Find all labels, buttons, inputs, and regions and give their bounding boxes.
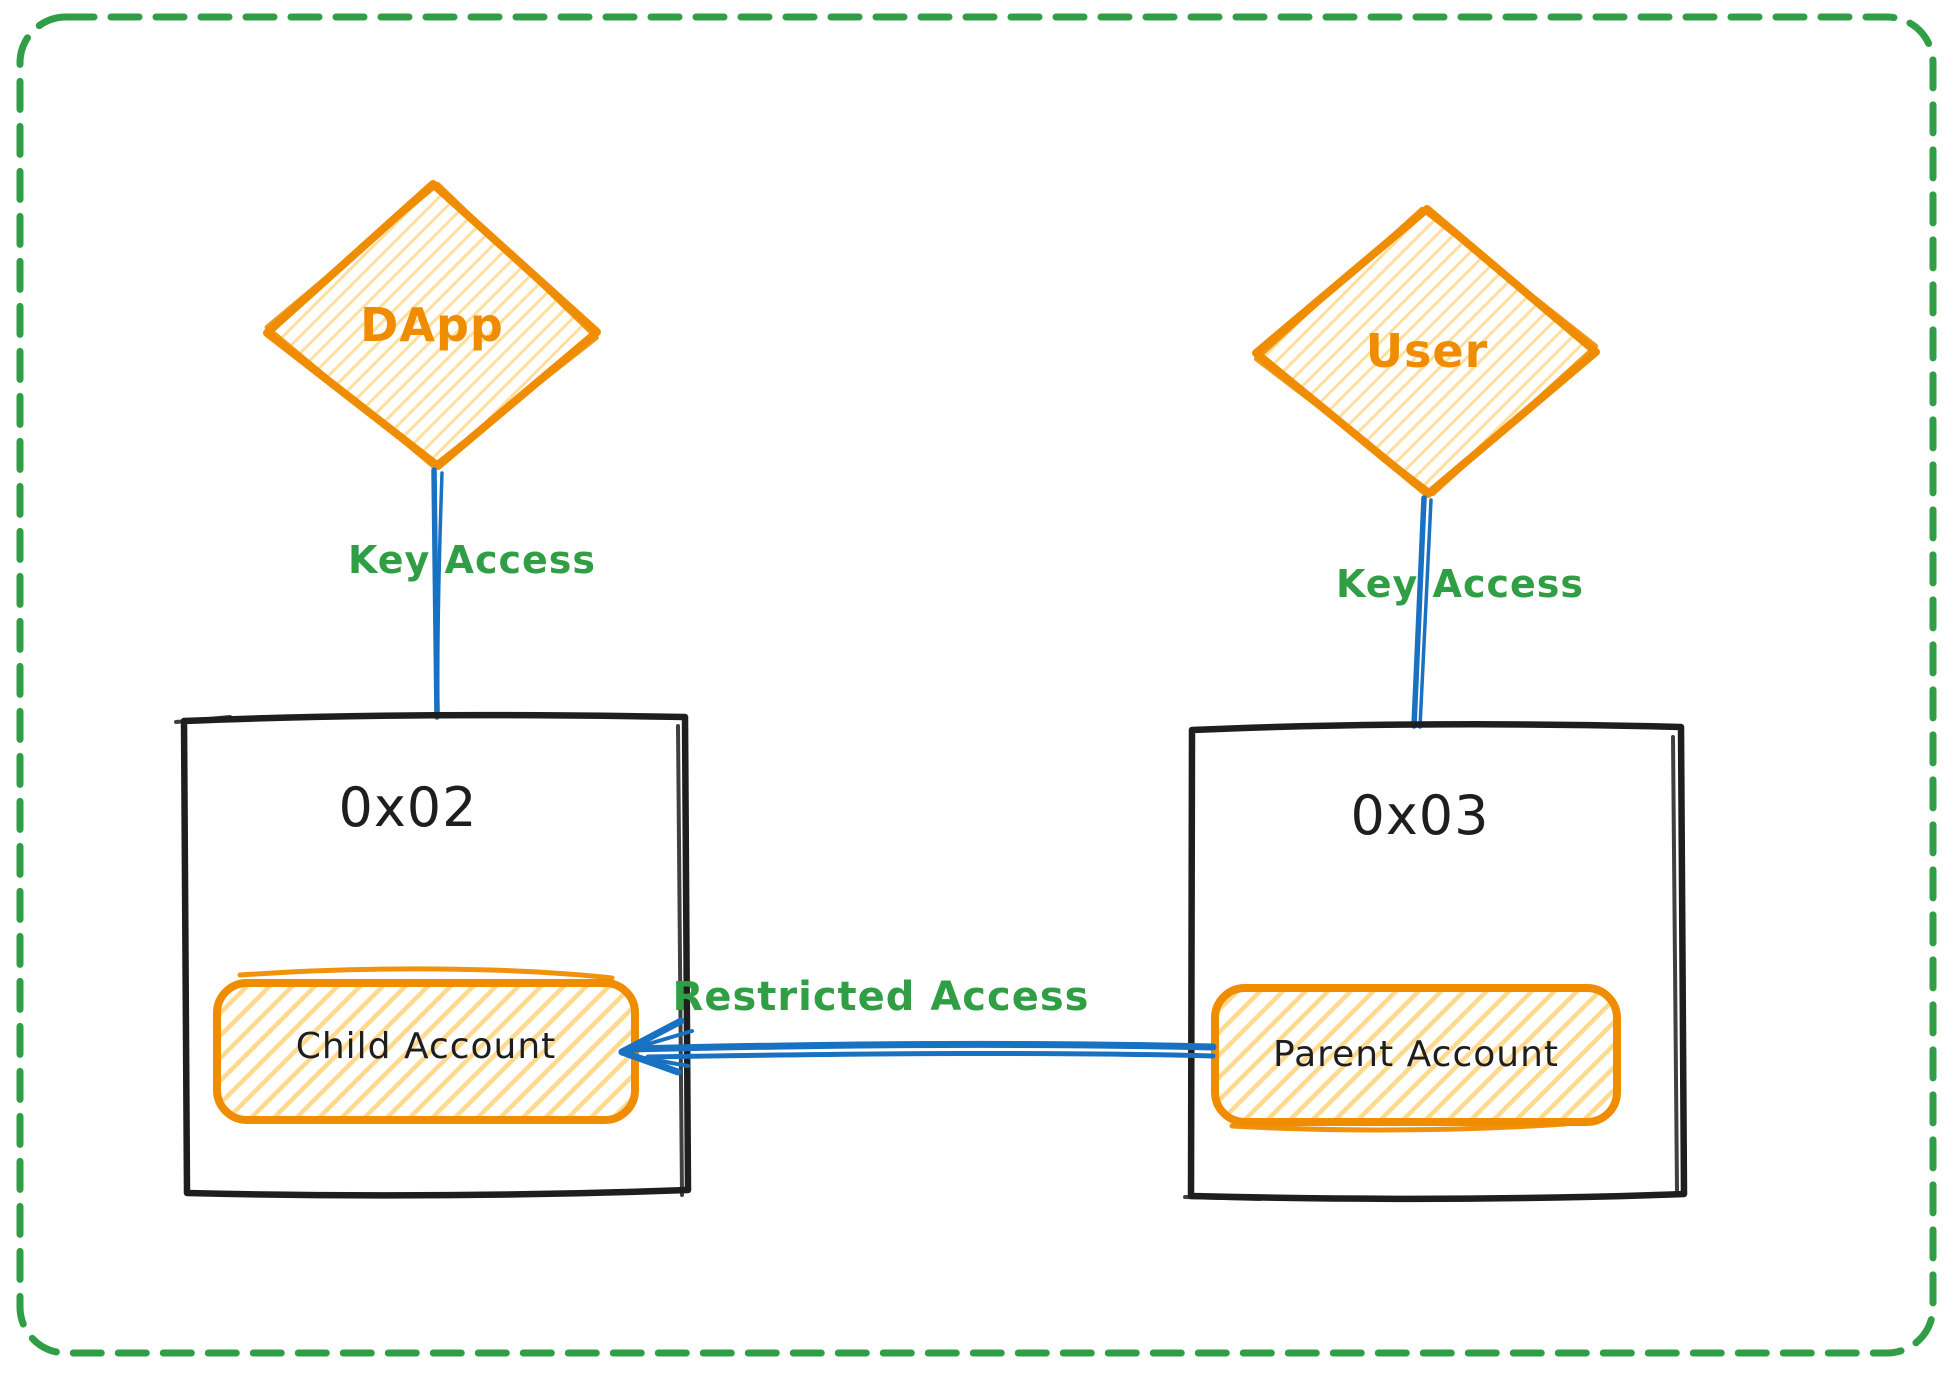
key-access-left-label: Key Access	[347, 538, 597, 582]
child-account-shape	[213, 966, 639, 1124]
dapp-diamond-shape	[263, 180, 601, 470]
child-wallet-box	[174, 711, 692, 1199]
restricted-access-arrow	[618, 1017, 1217, 1076]
dapp-label: DApp	[360, 298, 504, 352]
user-diamond-shape	[1252, 205, 1600, 498]
dashed-frame-border	[16, 13, 1937, 1357]
dapp-key-access-line	[431, 467, 444, 720]
user-label: User	[1365, 324, 1489, 378]
parent-account-label: Parent Account	[1272, 1034, 1560, 1075]
user-key-access-line	[1411, 495, 1433, 729]
child-account-label: Child Account	[295, 1026, 557, 1067]
restricted-access-label: Restricted Access	[672, 974, 1090, 1020]
key-access-right-label: Key Access	[1335, 562, 1585, 606]
parent-wallet-box	[1183, 721, 1688, 1203]
parent-wallet-address: 0x03	[1350, 784, 1490, 847]
child-wallet-address: 0x02	[338, 776, 478, 839]
